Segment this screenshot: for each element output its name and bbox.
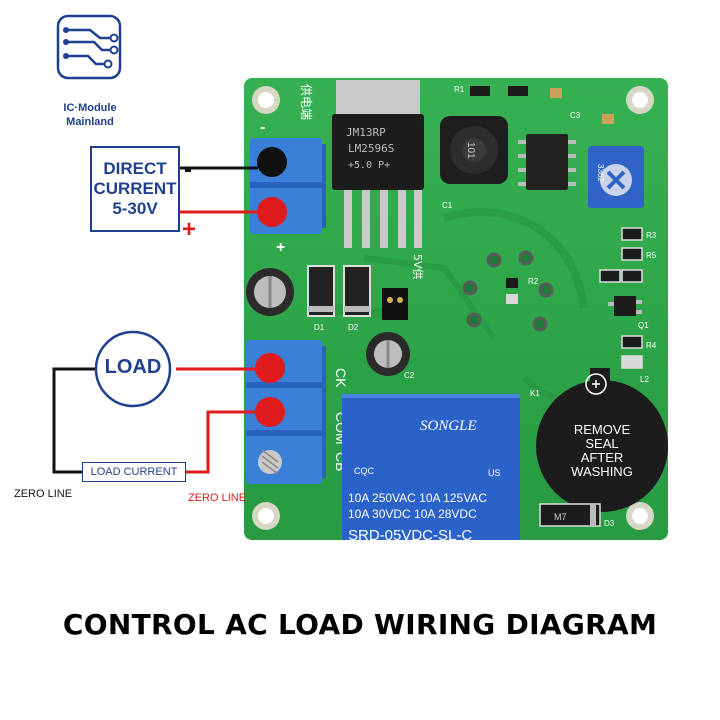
relay	[342, 394, 520, 540]
transistor	[608, 296, 642, 316]
power-terminal-plus: +	[276, 239, 285, 256]
pot-mark: 3362	[596, 164, 605, 182]
regulator-text-1: JM13RP	[346, 126, 386, 139]
relay-rating-1: 10A 250VAC 10A 125VAC	[348, 491, 487, 505]
buzzer-text-4: WASHING	[571, 464, 633, 479]
terminal-plus-screw	[257, 197, 287, 227]
buzzer-text-3: AFTER	[581, 450, 624, 465]
relay-cert-us: US	[488, 468, 501, 478]
terminal-ck-screw	[255, 353, 285, 383]
electrolytic-capacitor-1	[246, 268, 294, 316]
label-c2: C2	[404, 371, 415, 380]
label-c3: C3	[570, 111, 581, 120]
diode-m7-label: M7	[554, 512, 567, 522]
label-r1: R1	[454, 85, 465, 94]
relay-terminal-ck: CK	[333, 368, 349, 388]
diode-d3	[539, 503, 601, 527]
load-current-box: LOAD CURRENT	[82, 462, 186, 482]
terminal-com-screw	[255, 397, 285, 427]
diodes	[307, 265, 371, 317]
voltage-regulator	[332, 80, 424, 248]
label-d2: D2	[348, 323, 359, 332]
electrolytic-capacitor-2	[366, 332, 410, 376]
zero-line-left-label: ZERO LINE	[14, 488, 73, 500]
buzzer-text-2: SEAL	[585, 436, 618, 451]
diagram-caption: CONTROL AC LOAD WIRING DIAGRAM	[62, 608, 658, 641]
label-d1: D1	[314, 323, 325, 332]
dc-label-line1: DIRECT	[103, 159, 167, 178]
regulator-text-2: LM2596S	[348, 142, 394, 155]
logo-text-line1: IC·Module	[63, 102, 117, 114]
power-terminal-minus: -	[260, 119, 265, 136]
buzzer	[536, 368, 668, 512]
circuit-board-icon	[56, 14, 122, 80]
buzzer-text-1: REMOVE	[574, 422, 631, 437]
label-k1: K1	[530, 389, 540, 398]
mounting-holes	[252, 86, 654, 530]
wire-load-current	[186, 410, 258, 474]
inductor	[440, 116, 508, 184]
potentiometer	[588, 146, 644, 208]
label-l2: L2	[640, 375, 649, 384]
relay-cert-cqc: CQC	[354, 466, 375, 476]
dc-label-line3: 5-30V	[112, 199, 158, 218]
zero-line-right-label: ZERO LINE	[188, 492, 247, 504]
relay-brand: SONGLE	[420, 418, 477, 434]
jumper	[382, 288, 408, 320]
dc-plus-sign: +	[182, 216, 197, 243]
ic-chip	[518, 134, 576, 190]
smd-resistors	[506, 227, 643, 369]
load-label: LOAD	[104, 356, 162, 378]
terminal-minus-screw	[257, 147, 287, 177]
inductor-mark: 101	[465, 142, 476, 159]
dc-label-line2: CURRENT	[93, 179, 177, 198]
jumper-label: 5V供	[411, 254, 425, 280]
dc-minus-sign: -	[184, 156, 192, 183]
label-c1: C1	[442, 201, 453, 210]
label-r3: R3	[646, 231, 657, 240]
relay-rating-2: 10A 30VDC 10A 28VDC	[348, 507, 477, 521]
label-r4: R4	[646, 341, 657, 350]
logo-text-line2: Mainland	[66, 116, 114, 128]
label-q1: Q1	[638, 321, 649, 330]
wire-zero-line-left	[52, 367, 96, 474]
label-r2: R2	[528, 277, 539, 286]
regulator-text-3: +5.0 P+	[348, 160, 390, 171]
label-d3: D3	[604, 519, 615, 528]
relay-model: SRD-05VDC-SL-C	[348, 527, 472, 540]
label-r5: R5	[646, 251, 657, 260]
load-circle	[94, 330, 172, 408]
power-terminal-cn: 供电端	[299, 84, 313, 120]
dc-supply-label: DIRECT CURRENT 5-30V	[90, 146, 180, 232]
